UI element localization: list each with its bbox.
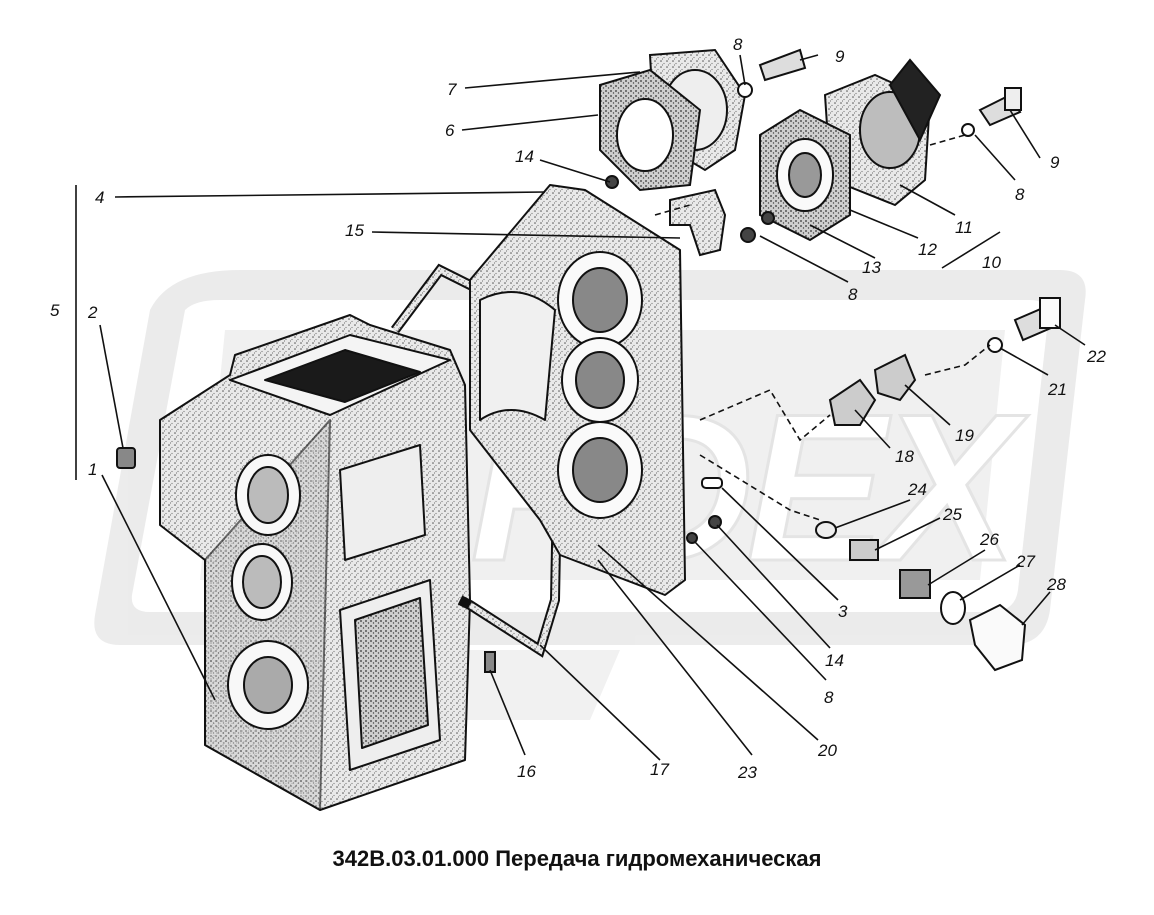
callout-26: 26 xyxy=(979,530,999,549)
small-parts xyxy=(116,48,1061,673)
callout-18: 18 xyxy=(895,447,914,466)
callout-1: 1 xyxy=(88,460,97,479)
callout-15: 15 xyxy=(345,221,364,240)
callout-12: 12 xyxy=(918,240,937,259)
callout-11: 11 xyxy=(955,218,973,237)
leader-lines xyxy=(75,54,1086,761)
callout-25: 25 xyxy=(942,505,962,524)
callout-10: 10 xyxy=(982,253,1001,272)
callout-9: 9 xyxy=(835,47,845,66)
callout-8: 8 xyxy=(1015,185,1025,204)
callout-2: 2 xyxy=(87,303,98,322)
callouts: 7 6 8 9 9 8 11 12 10 13 8 14 4 15 5 2 1 … xyxy=(50,35,1106,782)
callout-8: 8 xyxy=(733,35,743,54)
callout-13: 13 xyxy=(862,258,881,277)
callout-28: 28 xyxy=(1046,575,1066,594)
callout-16: 16 xyxy=(517,762,536,781)
callout-14: 14 xyxy=(825,651,844,670)
callout-5: 5 xyxy=(50,301,60,320)
bracket xyxy=(669,188,727,257)
rear-plate xyxy=(469,184,686,596)
housing xyxy=(159,314,471,811)
callout-4: 4 xyxy=(95,188,104,207)
cover-7 xyxy=(599,48,747,192)
callout-20: 20 xyxy=(817,741,837,760)
cover-11 xyxy=(759,58,942,242)
callout-7: 7 xyxy=(447,80,457,99)
callout-17: 17 xyxy=(650,760,669,779)
callout-19: 19 xyxy=(955,426,974,445)
callout-14: 14 xyxy=(515,147,534,166)
diagram-caption: 342В.03.01.000 Передача гидромеханическа… xyxy=(332,846,822,871)
callout-8: 8 xyxy=(848,285,858,304)
callout-23: 23 xyxy=(737,763,757,782)
callout-22: 22 xyxy=(1086,347,1106,366)
callout-9: 9 xyxy=(1050,153,1060,172)
callout-27: 27 xyxy=(1015,552,1035,571)
callout-21: 21 xyxy=(1047,380,1067,399)
callout-3: 3 xyxy=(838,602,848,621)
callout-24: 24 xyxy=(907,480,927,499)
callout-6: 6 xyxy=(445,121,455,140)
callout-8: 8 xyxy=(824,688,834,707)
